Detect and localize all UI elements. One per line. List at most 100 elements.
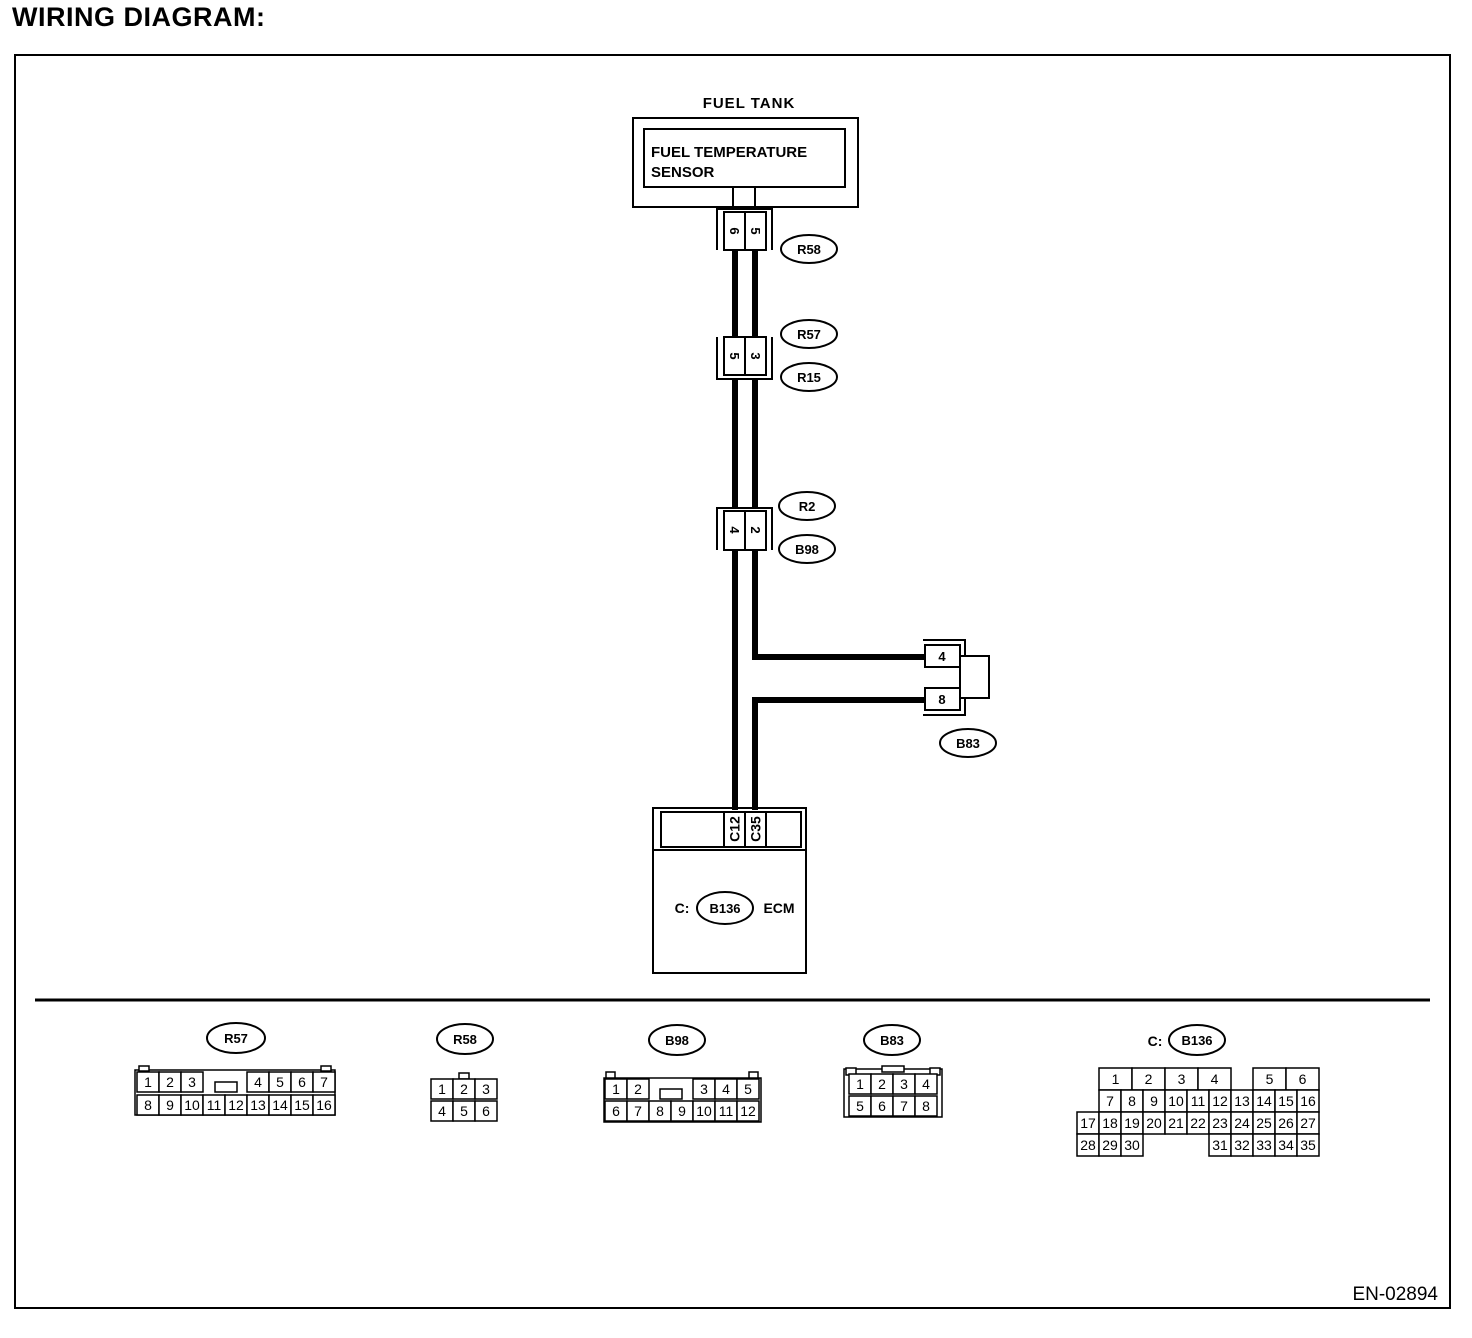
inline-connector-r57-r15: 5 3 R57 R15 (716, 319, 838, 392)
r58-pin-6: 6 (482, 1103, 490, 1119)
b98-pin-2: 2 (634, 1081, 642, 1097)
r57-pin-5: 5 (276, 1074, 284, 1090)
b136-pin-1: 1 (1112, 1071, 1120, 1087)
r57-pin-16: 16 (316, 1097, 332, 1113)
b98-pin-10: 10 (696, 1103, 712, 1119)
b136-pin-2: 2 (1145, 1071, 1153, 1087)
r57-pin-15: 15 (294, 1097, 310, 1113)
r58-view-tag: R58 (453, 1032, 477, 1047)
b136-pin-28: 28 (1080, 1137, 1096, 1153)
b98-view-tag: B98 (665, 1033, 689, 1048)
r57-tag: R57 (797, 327, 821, 342)
b136-pin-16: 16 (1300, 1093, 1316, 1109)
page-title: WIRING DIAGRAM: (12, 2, 266, 32)
r57-pin-10: 10 (184, 1097, 200, 1113)
ecm-unit: C12 C35 C: B136 ECM (652, 807, 807, 974)
ecm-b136-tag-oval (696, 891, 754, 925)
r57-pin-12: 12 (228, 1097, 244, 1113)
b136-pin-34: 34 (1278, 1137, 1294, 1153)
r57-view-tag: R57 (224, 1031, 248, 1046)
r57-pin-8: 8 (144, 1097, 152, 1113)
b136-pin-15: 15 (1278, 1093, 1294, 1109)
b83-pin-8: 8 (922, 1098, 930, 1114)
r57-pin-6: 6 (298, 1074, 306, 1090)
b83-tag-oval (939, 728, 997, 758)
b136-pin-9: 9 (1150, 1093, 1158, 1109)
r15-tag: R15 (797, 370, 821, 385)
harness-wires (732, 251, 925, 810)
inline-connector-r2-b98: 4 2 R2 B98 (716, 491, 836, 564)
b83-pin-3: 3 (900, 1076, 908, 1092)
b136-pin-3: 3 (1178, 1071, 1186, 1087)
r2-tag-oval (778, 491, 836, 521)
sensor-label-line1: FUEL TEMPERATURE (651, 144, 807, 161)
b83-pin-2: 2 (878, 1076, 886, 1092)
b136-pin-5: 5 (1266, 1071, 1274, 1087)
b136-view-tag: B136 (1181, 1033, 1212, 1048)
b98-pin-5: 5 (744, 1081, 752, 1097)
b136-pin-23: 23 (1212, 1115, 1228, 1131)
b136-pin-8: 8 (1128, 1093, 1136, 1109)
b98-pin-12: 12 (740, 1103, 756, 1119)
b98-pin-8: 8 (656, 1103, 664, 1119)
fuel-tank-label: FUEL TANK (703, 95, 796, 112)
sensor-label-line2: SENSOR (651, 164, 715, 181)
r57-pin-11: 11 (207, 1097, 222, 1113)
figure-id: EN-02894 (1352, 1284, 1438, 1305)
b98-pin-4: 4 (722, 1081, 730, 1097)
b136-pin-33: 33 (1256, 1137, 1272, 1153)
b136-pin-35: 35 (1300, 1137, 1316, 1153)
ecm-label: ECM (763, 900, 794, 916)
inline-connector-r58: 6 5 R58 (716, 208, 838, 264)
b98-pin-1: 1 (612, 1081, 620, 1097)
b136-pin-13: 13 (1234, 1093, 1250, 1109)
ecm-pin-c12: C12 (727, 816, 743, 842)
r57-pin-13: 13 (250, 1097, 266, 1113)
b98-pin-3: 3 (700, 1081, 708, 1097)
sensor-lead (732, 186, 756, 208)
r15-tag-oval (780, 362, 838, 392)
b98-pin-11: 11 (719, 1103, 734, 1119)
b136-pin-4: 4 (1211, 1071, 1219, 1087)
b136-pin-21: 21 (1168, 1115, 1184, 1131)
b136-pin-18: 18 (1102, 1115, 1118, 1131)
ecm-b136-tag: B136 (709, 901, 740, 916)
r57-pin-9: 9 (166, 1097, 174, 1113)
b136-pin-31: 31 (1212, 1137, 1228, 1153)
b83-pin-top: 4 (938, 649, 946, 664)
r2-b98-pin-left: 4 (727, 526, 742, 534)
b83-tag: B83 (956, 736, 980, 751)
r58-tag: R58 (797, 242, 821, 257)
b136-pin-12: 12 (1212, 1093, 1228, 1109)
b136-view-prefix: C: (1148, 1033, 1163, 1049)
diagram-frame (14, 54, 1451, 1309)
b136-pin-22: 22 (1190, 1115, 1206, 1131)
b83-pin-4: 4 (922, 1076, 930, 1092)
r58-pin-5: 5 (460, 1103, 468, 1119)
b136-pin-30: 30 (1124, 1137, 1140, 1153)
wire-b83-pin8-to-ecm (752, 697, 925, 810)
r58-pin-right: 5 (748, 227, 763, 234)
b83-view-tag: B83 (880, 1033, 904, 1048)
r57-pin-7: 7 (320, 1074, 328, 1090)
r2-b98-pin-right: 2 (748, 526, 763, 533)
r57-pin-3: 3 (188, 1074, 196, 1090)
b136-pin-24: 24 (1234, 1115, 1250, 1131)
b98-pin-9: 9 (678, 1103, 686, 1119)
b136-pin-27: 27 (1300, 1115, 1316, 1131)
ecm-pin-c35: C35 (748, 816, 764, 842)
b136-pin-32: 32 (1234, 1137, 1250, 1153)
r57-pin-4: 4 (254, 1074, 262, 1090)
r57-pin-2: 2 (166, 1074, 174, 1090)
b136-pin-29: 29 (1102, 1137, 1118, 1153)
b83-pin-bottom: 8 (938, 692, 945, 707)
fuel-tank-group: FUEL TANK FUEL TEMPERATURE SENSOR (632, 95, 859, 208)
b98-tag-oval (778, 534, 836, 564)
b136-pin-17: 17 (1080, 1115, 1096, 1131)
b98-pin-6: 6 (612, 1103, 620, 1119)
